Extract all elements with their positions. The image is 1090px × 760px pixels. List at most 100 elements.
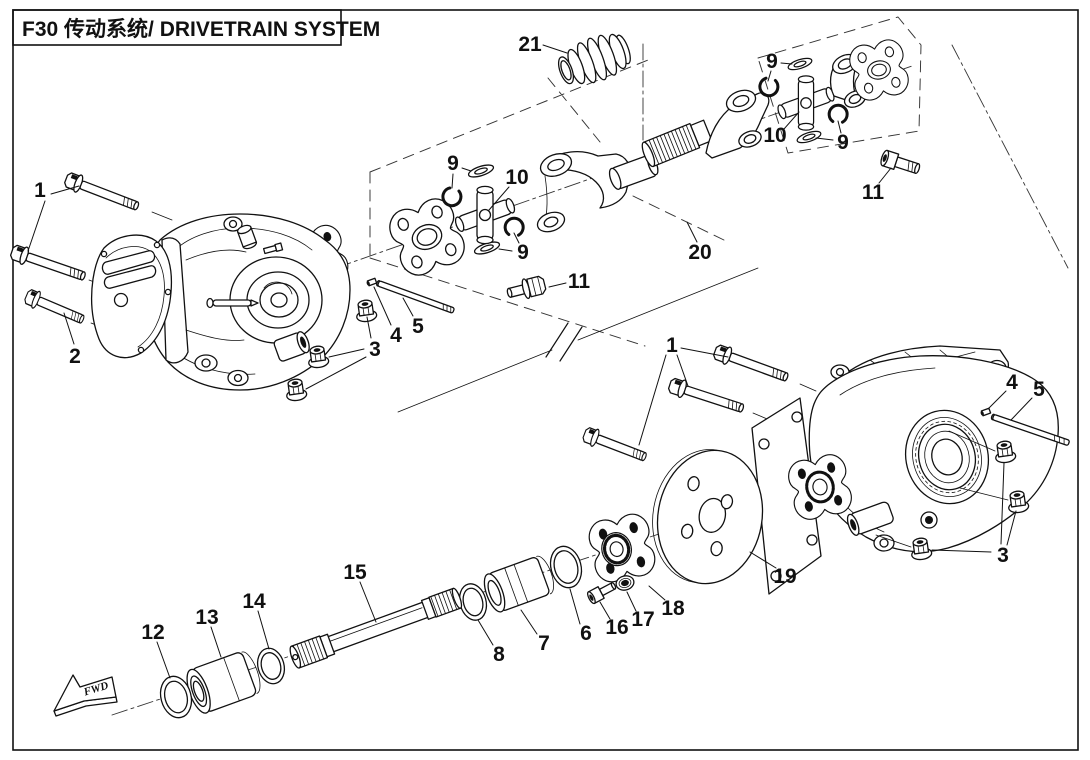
rear-spline-shaft (641, 119, 713, 168)
leader-line-14 (257, 610, 270, 650)
page-border (12, 9, 1079, 751)
title-box (12, 9, 342, 46)
washer-9d (795, 128, 823, 146)
rear-flange-yoke (829, 36, 912, 108)
leader-line-4 (373, 286, 392, 326)
ujoint-10-rear (775, 75, 837, 131)
rear-gearbox-assembly (159, 342, 1070, 719)
callout-10: 10 (763, 124, 786, 147)
leader-line-9 (451, 173, 454, 189)
leader-line-4 (987, 390, 1007, 410)
leader-line-1 (50, 185, 80, 195)
callout-18: 18 (661, 597, 685, 620)
callout-9: 9 (766, 50, 778, 73)
pin-4-rear (980, 407, 992, 417)
washer-17 (615, 575, 635, 591)
stud-5-front (376, 279, 455, 314)
leader-line-9 (498, 248, 513, 252)
callout-14: 14 (242, 590, 266, 613)
callout-16: 16 (605, 616, 628, 639)
leader-line-1 (676, 354, 689, 387)
leader-line-1 (638, 354, 667, 446)
callout-3: 3 (997, 544, 1009, 567)
leader-line-9 (837, 120, 842, 134)
callout-3: 3 (369, 338, 381, 361)
rear-output-hub (785, 451, 855, 523)
callout-5: 5 (1033, 378, 1045, 401)
leader-line-8 (477, 619, 494, 646)
hub-18 (585, 510, 659, 586)
leader-line-3 (366, 316, 372, 339)
leader-line-10 (783, 111, 800, 130)
callout-17: 17 (631, 608, 654, 631)
leader-line-9 (513, 232, 520, 244)
page-title: F30 传动系统/ DRIVETRAIN SYSTEM (22, 17, 380, 41)
bolt-1a (62, 169, 142, 216)
leader-line-3 (1006, 510, 1017, 546)
callout-6: 6 (580, 622, 592, 645)
pin-4-front (366, 277, 378, 287)
front-gearbox-assembly (8, 169, 455, 403)
leader-line-12 (156, 641, 171, 679)
leader-line-2 (63, 312, 75, 345)
leader-line-9 (461, 167, 472, 172)
callout-9: 9 (517, 241, 529, 264)
callout-2: 2 (69, 345, 81, 368)
propshaft-assembly (383, 33, 921, 300)
leader-line-20 (686, 221, 698, 243)
callout-8: 8 (493, 643, 505, 666)
break-line (397, 267, 759, 413)
brake-disc-19 (652, 449, 764, 585)
leader-line-3 (328, 348, 365, 358)
stud-5-rear (990, 413, 1070, 446)
callout-13: 13 (195, 606, 218, 629)
leader-line-5 (402, 297, 414, 317)
callout-10: 10 (505, 166, 528, 189)
oring-6 (549, 545, 583, 589)
leader-line-13 (210, 626, 222, 658)
ring-14 (256, 647, 286, 685)
bolt-1e (580, 424, 650, 467)
leader-line-17 (626, 591, 637, 612)
circlip-9b (500, 213, 528, 241)
dashed-group-outline (369, 59, 727, 347)
nut-3c (283, 377, 309, 403)
callout-9: 9 (447, 152, 459, 175)
callout-12: 12 (141, 621, 164, 644)
callout-9: 9 (837, 131, 849, 154)
callout-5: 5 (412, 315, 424, 338)
callout-15: 15 (343, 561, 367, 584)
sleeve-13 (186, 651, 261, 714)
callout-20: 20 (688, 241, 711, 264)
dashed-box-rear-joint (757, 16, 922, 154)
callout-11: 11 (568, 270, 591, 293)
callout-4: 4 (1006, 371, 1018, 394)
leader-line-16 (599, 601, 611, 620)
bolt-16 (586, 582, 617, 605)
fwd-arrow: FWD (53, 674, 118, 717)
group-boundary-line (951, 44, 1069, 269)
front-yoke (536, 150, 659, 233)
leader-line-6 (569, 588, 581, 625)
leader-line-1 (680, 347, 729, 358)
leader-line-9 (767, 70, 772, 82)
callout-4: 4 (390, 324, 402, 347)
bolt-11-rear (880, 149, 921, 175)
break-marks (545, 322, 583, 362)
callout-19: 19 (773, 565, 796, 588)
leader-line-11 (548, 282, 567, 288)
callout-1: 1 (666, 334, 678, 357)
leader-line-3 (1000, 462, 1005, 545)
ring-12 (159, 675, 193, 719)
leader-line-15 (359, 581, 377, 623)
callout-7: 7 (538, 632, 550, 655)
leader-line-19 (749, 551, 777, 569)
leader-line-9 (815, 137, 834, 141)
leader-line-21 (542, 44, 568, 54)
callout-11: 11 (862, 181, 885, 204)
propshaft-flange (383, 193, 471, 281)
leader-line-7 (520, 609, 538, 635)
leader-line-18 (648, 585, 666, 601)
